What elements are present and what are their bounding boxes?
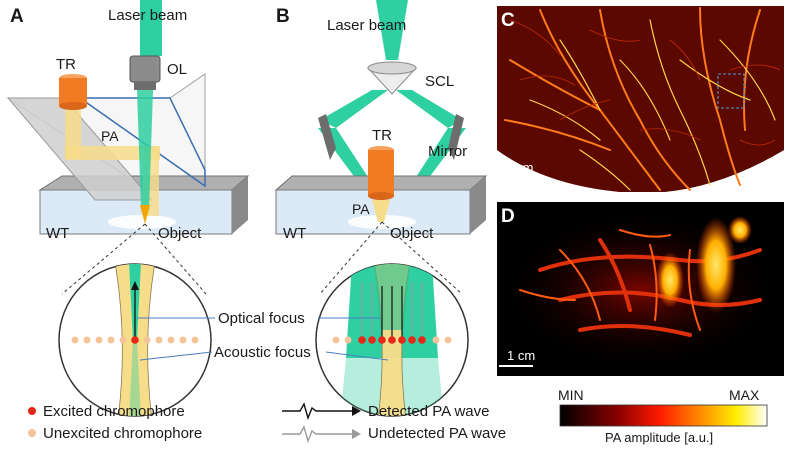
mirror-left <box>318 114 336 160</box>
label-object-b: Object <box>390 225 434 242</box>
label-water-tank-b: WT <box>283 225 306 242</box>
undetected-waves-b <box>361 282 423 338</box>
detected-waves-b <box>381 286 403 338</box>
legend-unexcited-chromophore: Unexcited chromophore <box>43 425 202 442</box>
panel-a-schematic <box>6 0 250 417</box>
colorbar-max-label: MAX <box>729 387 760 403</box>
colorbar <box>559 404 768 427</box>
label-transducer-a: TR <box>56 56 76 73</box>
panel-label-d: D <box>501 206 515 227</box>
label-pa-a: PA <box>101 128 119 144</box>
legend <box>28 402 361 444</box>
panel-label-c: C <box>501 10 515 31</box>
unexcited-dots-b <box>332 336 452 344</box>
panel-c-image <box>497 6 784 192</box>
label-transducer-b: TR <box>372 127 392 144</box>
legend-detected-wave: Detected PA wave <box>368 403 489 420</box>
excited-dot-a <box>131 336 139 344</box>
colorbar-title: PA amplitude [a.u.] <box>605 430 713 445</box>
panel-b-schematic <box>274 0 488 417</box>
label-object-a: Object <box>158 225 202 242</box>
mirror-right <box>448 114 464 160</box>
legend-excited-chromophore: Excited chromophore <box>43 403 185 420</box>
label-acoustic-focus: Acoustic focus <box>214 344 311 361</box>
panel-label-b: B <box>276 6 290 27</box>
unexcited-dots-a <box>71 336 199 344</box>
colorbar-min-label: MIN <box>558 387 584 403</box>
label-laser-beam-a: Laser beam <box>108 7 187 24</box>
laser-beam-a <box>140 0 162 56</box>
legend-undetected-wave: Undetected PA wave <box>368 425 506 442</box>
transducer-b <box>368 150 394 196</box>
label-laser-beam-b: Laser beam <box>327 17 406 34</box>
excited-dots-b <box>358 336 426 344</box>
label-scanning-conical-lens: SCL <box>425 73 454 90</box>
panel-label-a: A <box>10 6 24 27</box>
scalebar-c-label: 1 mm <box>501 160 534 175</box>
label-optical-focus: Optical focus <box>218 310 305 327</box>
transducer-a <box>59 78 87 106</box>
label-mirror: Mirror <box>428 143 467 160</box>
laser-beam-b <box>376 0 408 60</box>
objective-lens <box>129 55 161 83</box>
scalebar-d-label: 1 cm <box>507 348 535 363</box>
label-water-tank-a: WT <box>46 225 69 242</box>
label-objective-lens: OL <box>167 61 187 78</box>
panel-d-image <box>497 202 784 376</box>
label-pa-b: PA <box>352 201 370 217</box>
